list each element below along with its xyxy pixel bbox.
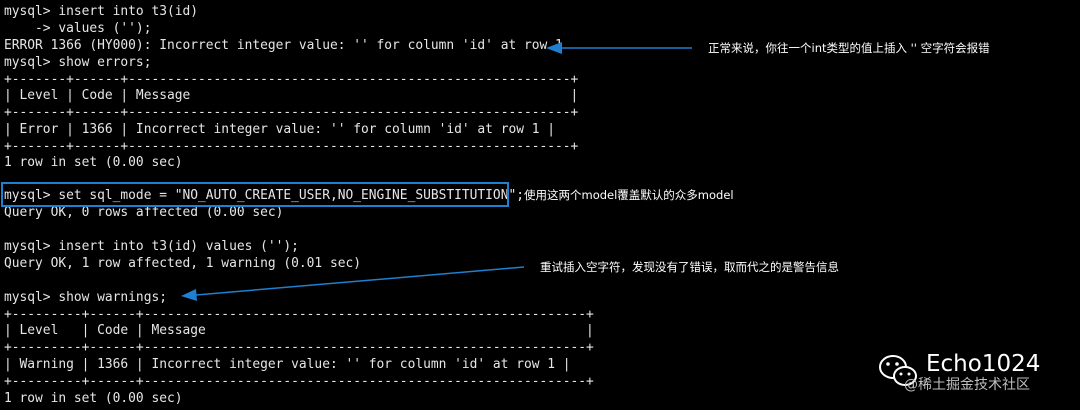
table-border: +-------+------+------------------------… (4, 105, 579, 120)
watermark-brand: Echo1024 (926, 351, 1041, 377)
error-arrow (546, 42, 692, 54)
table-border: +-------+------+------------------------… (4, 139, 579, 154)
terminal-line: mysql> insert into t3(id) values (''); (4, 239, 299, 254)
table-border: +---------+------+----------------------… (4, 374, 594, 389)
warning-annotation: 重试插入空字符，发现没有了错误，取而代之的是警告信息 (540, 260, 839, 274)
warning-arrow (181, 266, 525, 301)
terminal-line: -> values (''); (4, 21, 152, 36)
error-annotation: 正常来说，你往一个int类型的值上插入 '' 空字符会报错 (708, 41, 990, 55)
terminal-line: 1 row in set (0.00 sec) (4, 155, 183, 170)
table-row: | Error | 1366 | Incorrect integer value… (4, 122, 556, 137)
terminal-line: Query OK, 0 rows affected (0.00 sec) (4, 205, 284, 220)
table-border: +-------+------+------------------------… (4, 72, 579, 87)
terminal-line: 1 row in set (0.00 sec) (4, 391, 183, 406)
table-border: +---------+------+----------------------… (4, 340, 594, 355)
table-header-row: | Level | Code | Message | (4, 323, 594, 338)
terminal-line: Query OK, 1 row affected, 1 warning (0.0… (4, 256, 361, 271)
table-header-row: | Level | Code | Message | (4, 88, 579, 103)
watermark: Echo1024 @稀土掘金技术社区 (874, 348, 1074, 406)
table-row: | Warning | 1366 | Incorrect integer val… (4, 357, 571, 372)
sql-mode-highlight-box (1, 182, 509, 207)
terminal-line: mysql> show errors; (4, 55, 152, 70)
terminal-line: mysql> set sql_mode = "NO_AUTO_CREATE_US… (4, 188, 524, 203)
terminal-line: mysql> show warnings; (4, 290, 167, 305)
watermark-site: @稀土掘金技术社区 (904, 377, 1030, 393)
sql-mode-annotation: 使用这两个model覆盖默认的众多model (524, 188, 734, 202)
wechat-icon (879, 355, 917, 386)
terminal-line: ERROR 1366 (HY000): Incorrect integer va… (4, 38, 563, 53)
table-border: +---------+------+----------------------… (4, 307, 594, 322)
terminal-line: mysql> insert into t3(id) (4, 4, 199, 19)
